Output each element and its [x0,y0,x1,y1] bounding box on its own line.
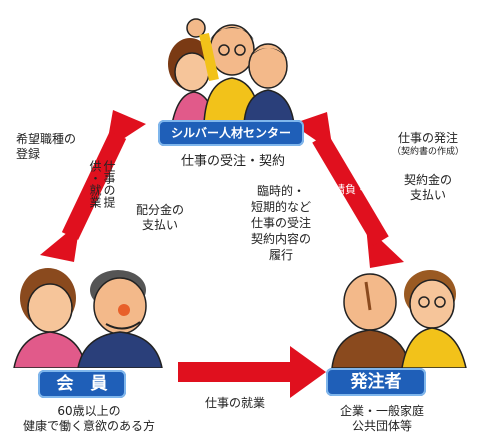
client-couple-illustration [331,270,467,368]
member-line1: 60歳以上の [57,404,121,418]
client-badge: 発注者 [326,368,426,396]
provide-label: 仕事の提供・就業 [88,160,116,208]
left-double-arrow [40,110,146,262]
pay-line2: 支払い [141,218,178,232]
contract-label: 契約金の 支払い [396,173,460,203]
member-badge: 会 員 [38,370,126,398]
middle-line1: 臨時的・ [256,184,305,198]
member-couple-illustration [13,268,163,368]
order-label: 仕事の発注 （契約書の作成） [382,131,474,158]
middle-line5: 履行 [268,248,293,262]
register-line1: 希望職種の [16,132,77,146]
middle-line3: 仕事の受注 [250,216,311,230]
client-description: 企業・一般家庭 公共団体等 [322,404,442,434]
pay-label: 配分金の 支払い [130,203,190,233]
middle-line2: 短期的など [250,200,311,214]
register-label: 希望職種の 登録 [16,132,76,162]
bottom-arrow [178,346,326,398]
contract-line1: 契約金の [403,173,452,187]
client-line1: 企業・一般家庭 [339,404,424,418]
member-line2: 健康で働く意欲のある方 [22,419,155,433]
contract-line2: 支払い [409,188,446,202]
pay-line1: 配分金の [135,203,184,217]
center-subtitle: 仕事の受注・契約 [180,154,285,169]
request-label: 請負・委任 [334,183,389,196]
work-label: 仕事の就業 [204,396,265,410]
register-line2: 登録 [16,147,41,161]
center-badge: シルバー人材センター [158,120,304,146]
order-note: （契約書の作成） [391,147,464,157]
member-description: 60歳以上の 健康で働く意欲のある方 [0,404,178,434]
middle-label: 臨時的・ 短期的など 仕事の受注 契約内容の 履行 [232,183,330,263]
order-line1: 仕事の発注 [397,131,458,145]
client-line2: 公共団体等 [351,419,412,433]
middle-line4: 契約内容の [250,232,311,246]
staff-group-illustration [168,18,295,124]
